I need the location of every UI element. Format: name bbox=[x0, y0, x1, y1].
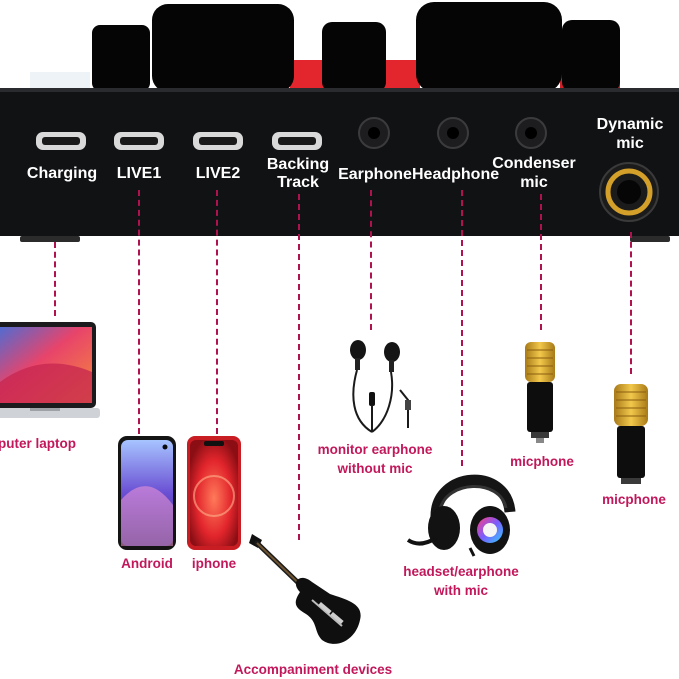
sound-card-device bbox=[0, 2, 679, 242]
caption-condenser-mic: micphone bbox=[510, 454, 574, 469]
port-label-charging: Charging bbox=[26, 165, 98, 182]
connector-line-earphone bbox=[370, 190, 372, 330]
audio-jack-icon bbox=[358, 117, 390, 149]
connector-line-live2 bbox=[216, 190, 218, 434]
connector-line-charging bbox=[54, 242, 56, 316]
port-label-condenser-mic: mic bbox=[520, 174, 548, 191]
electric-guitar-icon bbox=[249, 534, 361, 644]
device-foot-left bbox=[20, 236, 80, 242]
big-knob-right bbox=[416, 2, 562, 92]
port-label-live1: LIVE1 bbox=[116, 165, 162, 182]
micro-usb-port-icon bbox=[193, 132, 243, 150]
port-label-earphone: Earphone bbox=[338, 166, 412, 183]
small-knob-1 bbox=[92, 25, 150, 91]
iphone-icon bbox=[187, 436, 241, 550]
big-knob-left bbox=[152, 4, 294, 92]
micro-usb-port-icon bbox=[114, 132, 164, 150]
connector-line-condenser bbox=[540, 194, 542, 330]
port-label-condenser: Condenser bbox=[492, 155, 576, 172]
small-knob-2 bbox=[322, 22, 386, 92]
caption-headset-sub: with mic bbox=[433, 583, 488, 598]
port-label-track: Track bbox=[277, 174, 319, 191]
device-body bbox=[0, 88, 679, 236]
small-knob-3 bbox=[562, 20, 620, 92]
white-top-surface bbox=[30, 72, 90, 92]
laptop-icon bbox=[0, 322, 100, 418]
caption-laptop: puter laptop bbox=[0, 436, 76, 451]
android-phone-icon bbox=[118, 436, 176, 550]
port-label-dynamic: Dynamic bbox=[596, 116, 664, 133]
port-label-dynamic-mic: mic bbox=[616, 135, 644, 152]
caption-earphone: monitor earphone bbox=[317, 442, 433, 457]
port-label-headphone: Headphone bbox=[412, 166, 500, 183]
connector-line-live1 bbox=[138, 190, 140, 434]
connector-line-backing bbox=[298, 194, 300, 540]
gaming-headset-icon bbox=[406, 474, 516, 557]
connector-line-headphone bbox=[461, 190, 463, 466]
earphones-icon bbox=[350, 340, 411, 433]
device-foot-right bbox=[630, 236, 670, 242]
caption-dynamic-mic: micphone bbox=[602, 492, 666, 507]
audio-jack-icon bbox=[515, 117, 547, 149]
port-label-backing: Backing bbox=[266, 156, 330, 173]
caption-android: Android bbox=[121, 556, 173, 571]
caption-earphone-sub: without mic bbox=[337, 461, 413, 476]
condenser-mic-icon bbox=[525, 342, 555, 443]
caption-headset: headset/earphone bbox=[403, 564, 519, 579]
caption-accompaniment: Accompaniment devices bbox=[233, 662, 393, 677]
caption-iphone: iphone bbox=[191, 556, 237, 571]
micro-usb-port-icon bbox=[36, 132, 86, 150]
port-label-live2: LIVE2 bbox=[195, 165, 241, 182]
connector-line-dynamic bbox=[630, 232, 632, 374]
condenser-mic-icon bbox=[614, 384, 648, 484]
micro-usb-port-icon bbox=[272, 132, 322, 150]
audio-jack-icon bbox=[437, 117, 469, 149]
dynamic-mic-jack-icon bbox=[599, 162, 659, 222]
